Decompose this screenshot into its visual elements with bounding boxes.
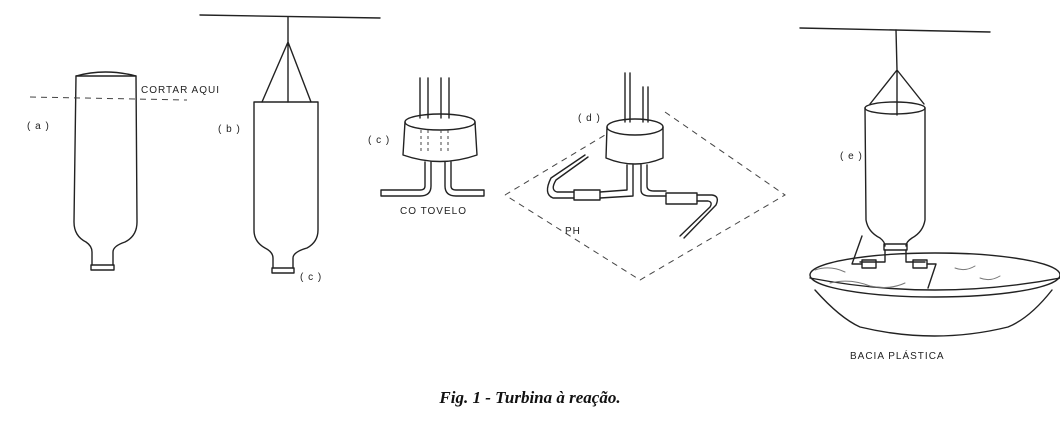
label-c-stopper: ( c ) bbox=[368, 135, 390, 146]
ph-label: PH bbox=[565, 226, 581, 237]
basin-label: BACIA PLÁSTICA bbox=[850, 349, 945, 362]
cut-here-label: CORTAR AQUI bbox=[141, 85, 220, 96]
stopper-c bbox=[380, 77, 485, 197]
label-d: ( d ) bbox=[578, 113, 601, 124]
elbow-label: CO TOVELO bbox=[400, 206, 467, 217]
figure-caption: Fig. 1 - Turbina à reação. bbox=[439, 388, 621, 407]
bottle-a bbox=[29, 71, 188, 271]
label-a: ( a ) bbox=[27, 121, 50, 132]
label-e: ( e ) bbox=[840, 151, 863, 162]
label-b: ( b ) bbox=[218, 124, 241, 135]
turbine-e bbox=[799, 27, 1060, 337]
assembly-d bbox=[504, 72, 786, 281]
bottle-b bbox=[199, 14, 381, 274]
label-c-bottle: ( c ) bbox=[300, 272, 322, 283]
